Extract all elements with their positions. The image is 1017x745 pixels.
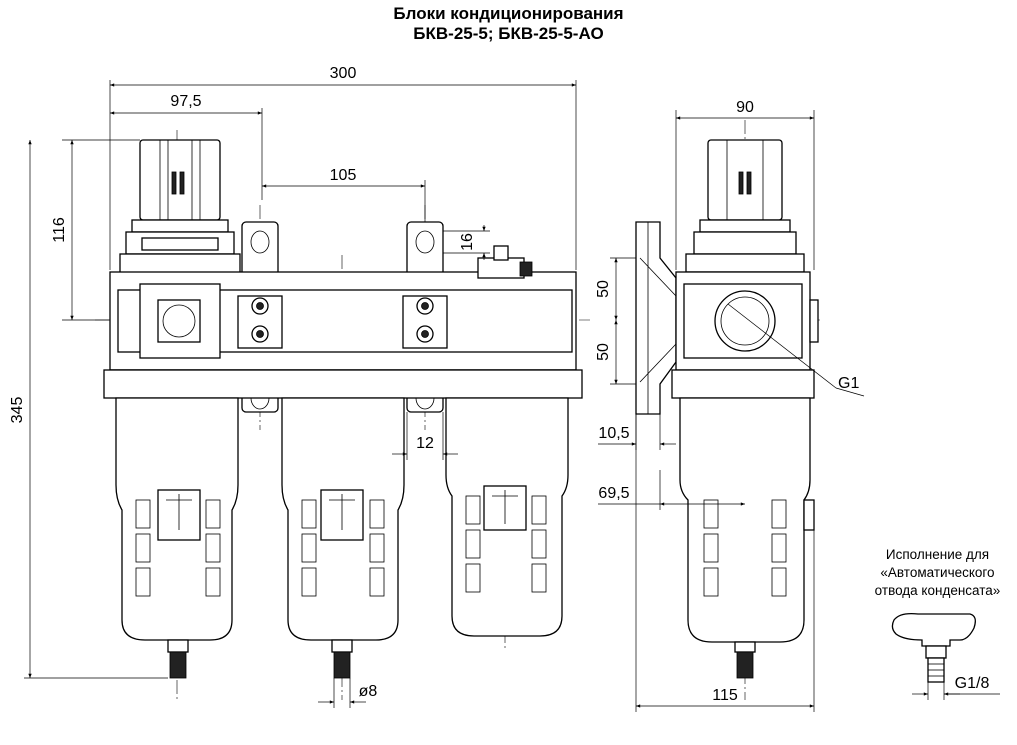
dim-side-width: 90 xyxy=(736,99,754,116)
front-view: 300 97,5 105 16 116 345 12 ø8 xyxy=(9,65,590,708)
dim-half-upper: 50 xyxy=(595,280,612,298)
note-line-3: отвода конденсата» xyxy=(874,583,1001,598)
dim-height-upper: 116 xyxy=(51,217,68,243)
note-line-2: «Автоматического xyxy=(880,565,995,580)
bowl-2 xyxy=(281,397,405,679)
dim-side-depth: 115 xyxy=(712,687,738,704)
auto-drain-detail: G1/8 xyxy=(891,612,1000,700)
note-line-1: Исполнение для xyxy=(885,547,990,562)
dim-bracket-gap: 12 xyxy=(416,435,434,452)
title-line-2: БКВ-25-5; БКВ-25-5-АО xyxy=(413,24,604,43)
side-view: 90 50 50 10,5 69,5 115 G1 xyxy=(595,99,865,712)
dim-module-pitch: 105 xyxy=(330,167,357,184)
dim-drain-offset: 69,5 xyxy=(598,485,629,502)
dim-total-height: 345 xyxy=(9,397,26,424)
title-line-1: Блоки кондиционирования xyxy=(393,4,624,23)
dim-slot-height: 16 xyxy=(459,233,476,251)
bowl-1 xyxy=(115,397,239,679)
bowl-3 xyxy=(445,397,569,637)
dim-half-lower: 50 xyxy=(595,343,612,361)
dim-regulator-offset: 97,5 xyxy=(170,93,201,110)
dim-bracket-thickness: 10,5 xyxy=(598,425,629,442)
dim-port-thread: G1 xyxy=(838,375,859,392)
dim-outlet-diameter: ø8 xyxy=(359,683,378,700)
dim-drain-thread: G1/8 xyxy=(955,675,990,692)
dim-overall-width: 300 xyxy=(330,65,357,82)
